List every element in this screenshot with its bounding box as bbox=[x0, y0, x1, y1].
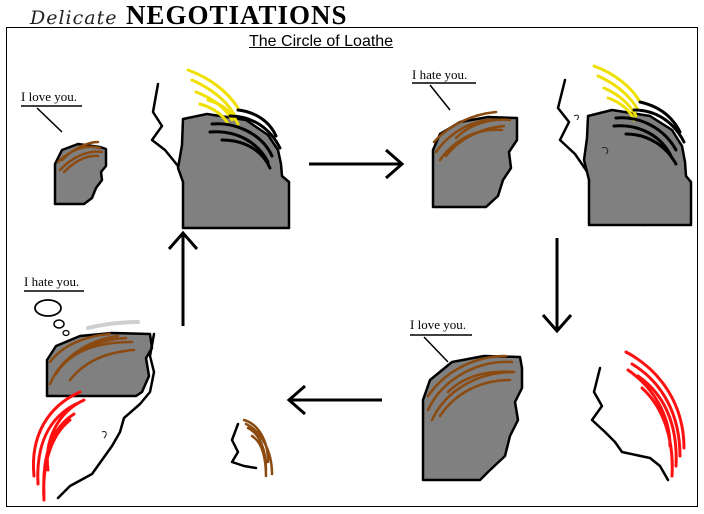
character-profile-small bbox=[230, 422, 258, 470]
speech-text-bottom-left: I hate you. bbox=[24, 274, 80, 289]
series-title-script: Delicate bbox=[30, 7, 118, 29]
speech-tail bbox=[423, 336, 449, 363]
scene-bottom-left bbox=[24, 290, 274, 502]
character-eye-detail bbox=[573, 114, 609, 155]
thought-bubble-medium bbox=[53, 319, 65, 329]
character-head-large bbox=[421, 354, 524, 482]
character-profile-line bbox=[56, 332, 156, 500]
scene-top-right bbox=[412, 64, 693, 227]
speech-tail bbox=[429, 84, 451, 111]
comic-header: Delicate NEGOTIATIONS bbox=[30, 0, 348, 30]
scene-top-left bbox=[21, 68, 291, 230]
character-hair bbox=[242, 418, 274, 478]
series-title-bold: NEGOTIATIONS bbox=[125, 0, 348, 30]
arrow-left-icon bbox=[286, 384, 382, 416]
character-hair-blonde bbox=[592, 64, 642, 122]
character-hair bbox=[426, 354, 516, 422]
speech-tail bbox=[36, 107, 63, 133]
character-profile-line bbox=[590, 366, 670, 482]
arrow-down-icon bbox=[541, 238, 573, 334]
speech-text-top-right: I hate you. bbox=[412, 67, 468, 82]
character-hair-dark bbox=[208, 108, 282, 170]
character-hair-red bbox=[31, 390, 86, 502]
character-head-medium bbox=[431, 115, 519, 209]
comic-panel bbox=[6, 27, 698, 507]
character-hair-blonde bbox=[186, 68, 240, 126]
character-hair-dark bbox=[612, 100, 686, 166]
character-hair bbox=[432, 110, 512, 162]
character-head-large bbox=[582, 108, 693, 227]
character-eye-detail bbox=[101, 431, 107, 439]
character-hair bbox=[56, 140, 104, 174]
character-head-small bbox=[53, 142, 108, 206]
speech-text-top-left: I love you. bbox=[21, 89, 77, 104]
arrow-right-icon bbox=[309, 148, 405, 180]
speech-text-bottom-right: I love you. bbox=[410, 317, 466, 332]
scene-bottom-right bbox=[410, 334, 686, 482]
thought-bubble-large bbox=[34, 299, 62, 317]
thought-bubble-small bbox=[62, 329, 70, 337]
character-hair-red bbox=[624, 350, 686, 478]
character-head-medium bbox=[45, 331, 154, 398]
arrow-up-icon bbox=[167, 230, 199, 326]
character-hair-highlight bbox=[86, 320, 140, 330]
panel-title: The Circle of Loathe bbox=[249, 33, 394, 50]
character-hair bbox=[48, 332, 136, 386]
